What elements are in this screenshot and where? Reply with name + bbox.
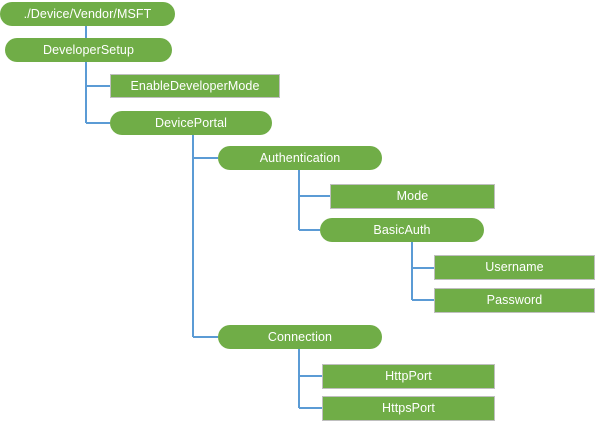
node-password[interactable]: Password: [434, 288, 595, 313]
node-label-connection: Connection: [267, 329, 333, 344]
node-label-password: Password: [486, 293, 543, 308]
node-label-mode: Mode: [396, 189, 429, 204]
node-root[interactable]: ./Device/Vendor/MSFT: [0, 2, 175, 26]
node-developersetup[interactable]: DeveloperSetup: [5, 38, 172, 62]
node-username[interactable]: Username: [434, 255, 595, 280]
node-label-developersetup: DeveloperSetup: [42, 42, 135, 57]
node-authentication[interactable]: Authentication: [218, 146, 382, 170]
node-label-deviceportal: DevicePortal: [154, 115, 228, 130]
node-label-basicauth: BasicAuth: [373, 222, 431, 237]
node-label-enabledevelopermode: EnableDeveloperMode: [130, 78, 260, 93]
node-label-httpport: HttpPort: [385, 369, 432, 384]
node-httpsport[interactable]: HttpsPort: [322, 396, 495, 421]
node-connection[interactable]: Connection: [218, 325, 382, 349]
node-label-root: ./Device/Vendor/MSFT: [23, 6, 152, 21]
node-mode[interactable]: Mode: [330, 184, 495, 209]
node-enabledevelopermode[interactable]: EnableDeveloperMode: [110, 74, 280, 98]
node-httpport[interactable]: HttpPort: [322, 364, 495, 389]
node-label-username: Username: [485, 260, 544, 275]
node-deviceportal[interactable]: DevicePortal: [110, 111, 272, 135]
node-basicauth[interactable]: BasicAuth: [320, 218, 484, 242]
node-label-httpsport: HttpsPort: [382, 401, 435, 416]
node-label-authentication: Authentication: [259, 150, 341, 165]
